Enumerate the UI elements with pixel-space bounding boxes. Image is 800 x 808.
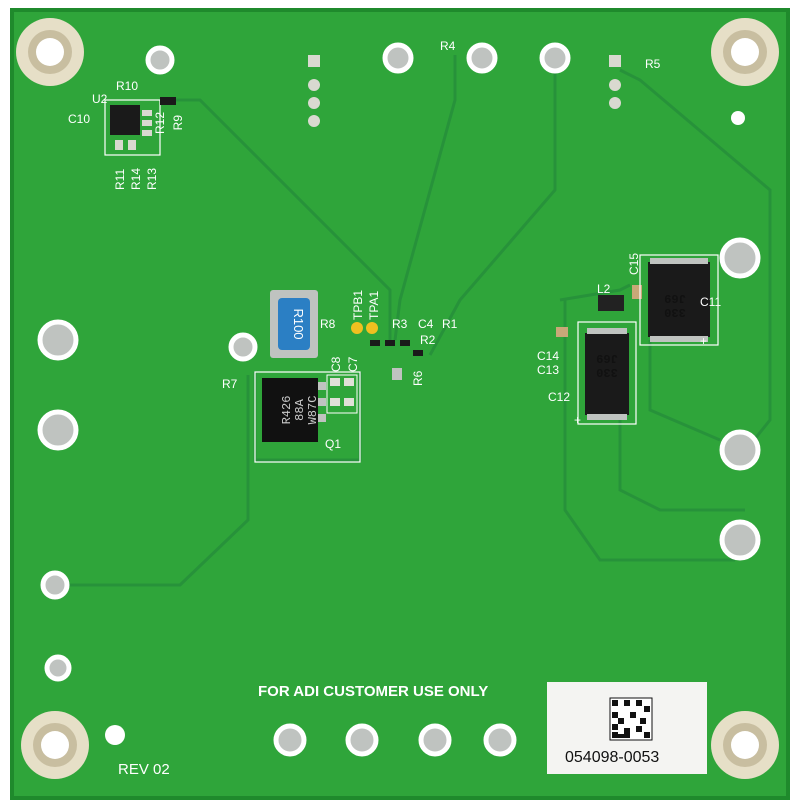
test-pad <box>37 319 79 361</box>
c11-marking-line1: J69 <box>664 291 686 305</box>
refdes-tpb1: TPB1 <box>351 290 365 320</box>
u2-cluster <box>104 97 176 156</box>
test-pad <box>719 237 761 279</box>
test-pad <box>382 42 414 74</box>
test-pad <box>539 42 571 74</box>
refdes-c11: C11 <box>700 295 721 309</box>
serial-number: 054098-0053 <box>565 749 659 766</box>
serial-sticker <box>547 682 707 774</box>
test-pad <box>228 332 258 362</box>
q1-marking-line2: 88A <box>293 398 307 420</box>
l2-inductor <box>598 295 624 311</box>
test-pad <box>418 723 452 757</box>
test-pad <box>37 409 79 451</box>
refdes-r11: R11 <box>113 169 127 190</box>
c11-silk-outline <box>639 254 719 346</box>
q1-marking-line3: W87C <box>306 396 320 425</box>
refdes-r1: R1 <box>442 317 458 331</box>
customer-banner: FOR ADI CUSTOMER USE ONLY <box>258 683 488 700</box>
c12-marking-line1: J69 <box>596 351 618 365</box>
test-pad <box>40 570 70 600</box>
c14-cap <box>556 327 568 337</box>
q1-marking-line1: R426 <box>280 396 294 425</box>
test-pad <box>719 429 761 471</box>
refdes-c14: C14 <box>537 349 559 363</box>
tpa1-pad <box>366 322 378 334</box>
refdes-r8: R8 <box>320 317 336 331</box>
refdes-c7: C7 <box>346 356 360 372</box>
refdes-r9: R9 <box>171 115 185 131</box>
small-passives <box>370 340 423 380</box>
header-pins-center <box>308 55 320 127</box>
refdes-r7: R7 <box>222 377 238 391</box>
c12-marking-line2: 330 <box>596 365 618 379</box>
q1-mosfet <box>254 371 361 463</box>
refdes-c12: C12 <box>548 390 570 404</box>
refdes-c10: C10 <box>68 112 90 126</box>
c15-cap <box>632 285 642 299</box>
c12-silk-outline <box>577 321 637 425</box>
test-pad <box>44 654 72 682</box>
mounting-hole-top-left <box>16 18 84 86</box>
refdes-u2: U2 <box>92 92 108 106</box>
refdes-c8: C8 <box>329 356 343 372</box>
c12-capacitor <box>585 328 629 420</box>
c11-marking-line2: 330 <box>664 305 686 319</box>
refdes-q1: Q1 <box>325 437 341 451</box>
refdes-c15: C15 <box>627 253 641 275</box>
pcb-edge <box>10 8 790 800</box>
refdes-l2: L2 <box>597 282 611 296</box>
refdes-c13: C13 <box>537 363 559 377</box>
refdes-r3: R3 <box>392 317 408 331</box>
refdes-c4: C4 <box>418 317 434 331</box>
refdes-r13: R13 <box>145 168 159 190</box>
test-pad <box>719 519 761 561</box>
refdes-r5: R5 <box>645 57 661 71</box>
test-pad <box>466 42 498 74</box>
test-pad <box>483 723 517 757</box>
c12-plus-mark: + <box>574 413 581 427</box>
revision-label: REV 02 <box>118 761 170 778</box>
test-pads <box>37 42 761 757</box>
via-hole <box>731 111 745 125</box>
tpb1-pad <box>351 322 363 334</box>
mounting-hole-bottom-right <box>711 711 779 779</box>
test-pad <box>273 723 307 757</box>
r8-value-text: R100 <box>291 308 306 339</box>
mounting-hole-bottom-left <box>21 711 89 779</box>
refdes-r14: R14 <box>129 168 143 190</box>
pcb-substrate <box>12 10 788 798</box>
via-hole <box>105 725 125 745</box>
mounting-hole-top-right <box>711 18 779 86</box>
refdes-r10: R10 <box>116 79 138 93</box>
refdes-r6: R6 <box>411 370 425 386</box>
r8-resistor <box>270 290 318 358</box>
c7-c8-caps <box>326 374 358 414</box>
c11-plus-mark: + <box>700 334 707 348</box>
c11-capacitor <box>648 258 710 342</box>
refdes-r2: R2 <box>420 333 436 347</box>
test-pad <box>145 45 175 75</box>
refdes-r4: R4 <box>440 39 456 53</box>
header-pins-right <box>609 55 621 109</box>
refdes-r12: R12 <box>153 112 167 134</box>
test-pad <box>345 723 379 757</box>
refdes-tpa1: TPA1 <box>367 291 381 320</box>
